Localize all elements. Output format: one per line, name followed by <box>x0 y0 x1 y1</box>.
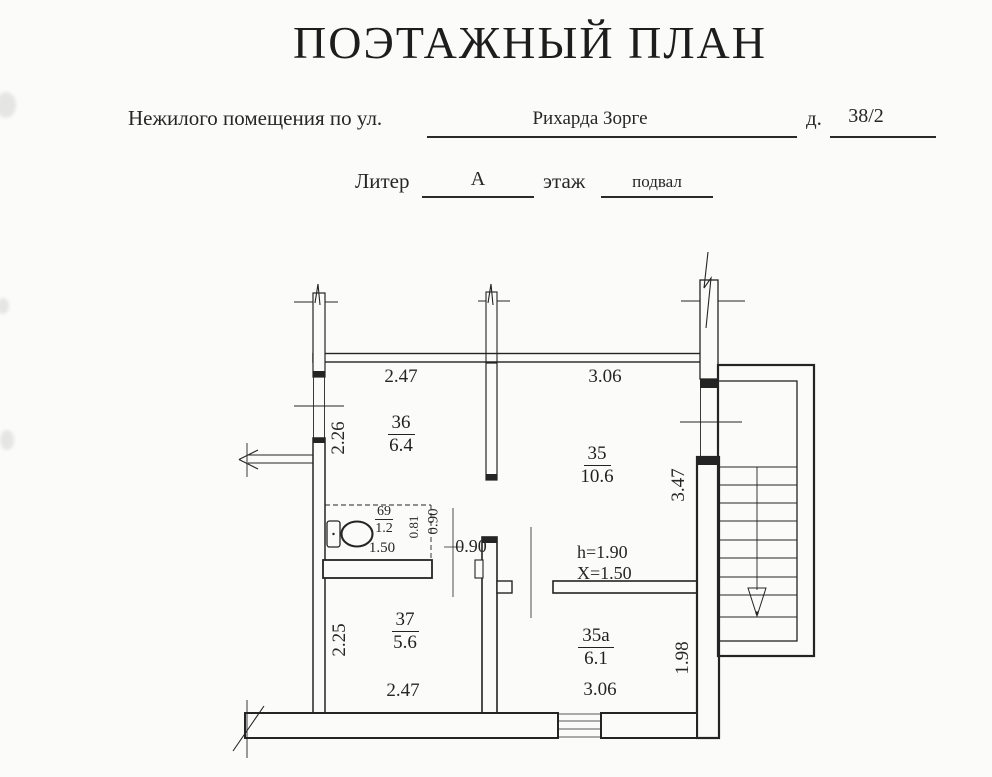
toilet-partition <box>322 559 433 579</box>
room-69-area: 1.2 <box>375 521 393 536</box>
height-note: h=1.90 <box>577 542 628 562</box>
scan-smudge <box>0 298 9 314</box>
stair-steps <box>719 466 797 618</box>
stair-arrow-tip <box>755 611 759 615</box>
entrance-arrow-icon <box>238 458 259 470</box>
left-wall-upper-cap <box>313 371 325 377</box>
mid-wall-lower-cap <box>482 537 497 543</box>
dim-door-width: 0.90 <box>455 536 487 556</box>
house-underline <box>830 136 936 138</box>
street-underline <box>427 136 797 138</box>
liter-value: А <box>470 168 486 190</box>
dim-right-lower: 1.98 <box>672 641 693 675</box>
partition-pier <box>496 580 513 594</box>
dim-toilet-width: 1.50 <box>368 540 396 556</box>
wall-break-mark <box>314 283 321 306</box>
top-wall <box>312 352 714 363</box>
bottom-wall-right <box>600 712 698 739</box>
scan-smudge <box>0 92 16 118</box>
door-pier <box>474 559 484 579</box>
dim-left-upper: 2.26 <box>328 421 349 455</box>
right-wall-main-cap <box>697 457 719 465</box>
wall-break-mark <box>487 283 494 306</box>
bottom-wall-left <box>244 712 559 739</box>
liter-underline <box>422 196 534 198</box>
entrance-arrow-icon <box>238 449 259 461</box>
room-69-number: 69 <box>375 504 393 520</box>
floor-value: подвал <box>632 172 682 191</box>
room-36-label: 36 6.4 <box>387 412 415 456</box>
mid-wall-lower <box>481 536 498 714</box>
liter-label: Литер <box>355 169 410 193</box>
room-35a-label: 35а 6.1 <box>564 625 628 669</box>
address-label: Нежилого помещения по ул. <box>128 106 383 130</box>
toilet-bowl-icon <box>340 520 374 548</box>
wall-break-mark <box>703 251 712 329</box>
house-label: д. <box>806 106 822 130</box>
x-note: X=1.50 <box>577 563 632 583</box>
stair-outer-wall <box>716 363 816 658</box>
floor-underline <box>601 196 713 198</box>
scan-smudge <box>0 430 14 450</box>
toilet-button-icon <box>332 532 335 536</box>
dim-top-left: 2.47 <box>384 366 418 387</box>
stair-down-arrow-icon <box>747 587 767 618</box>
right-wall-main <box>695 455 721 740</box>
dim-toilet-clear: 0.90 <box>425 508 442 535</box>
street-value: Рихарда Зорге <box>532 108 648 129</box>
floor-label: этаж <box>543 169 586 193</box>
mid-wall-upper-cap <box>486 474 497 480</box>
dim-toilet-depth: 0.81 <box>406 515 421 539</box>
page-title: ПОЭТАЖНЫЙ ПЛАН <box>293 17 767 68</box>
stair-inner-wall <box>717 380 798 642</box>
room-37-label: 37 5.6 <box>391 609 419 653</box>
mid-wall-upper <box>485 362 498 481</box>
dim-left-lower: 2.25 <box>329 623 350 657</box>
bottom-break-slash <box>232 705 265 752</box>
room-35-label: 35 10.6 <box>580 443 614 487</box>
dim-bottom-left: 2.47 <box>386 680 420 701</box>
dim-right-upper: 3.47 <box>668 468 689 502</box>
bottom-opening <box>558 713 601 738</box>
left-wall-upper <box>312 292 326 378</box>
right-wall-upper-cap <box>700 379 718 388</box>
dim-top-right: 3.06 <box>588 366 622 387</box>
house-value: 38/2 <box>848 105 884 127</box>
dim-bottom-right: 3.06 <box>583 679 617 700</box>
left-wall-lower-cap <box>313 438 325 443</box>
